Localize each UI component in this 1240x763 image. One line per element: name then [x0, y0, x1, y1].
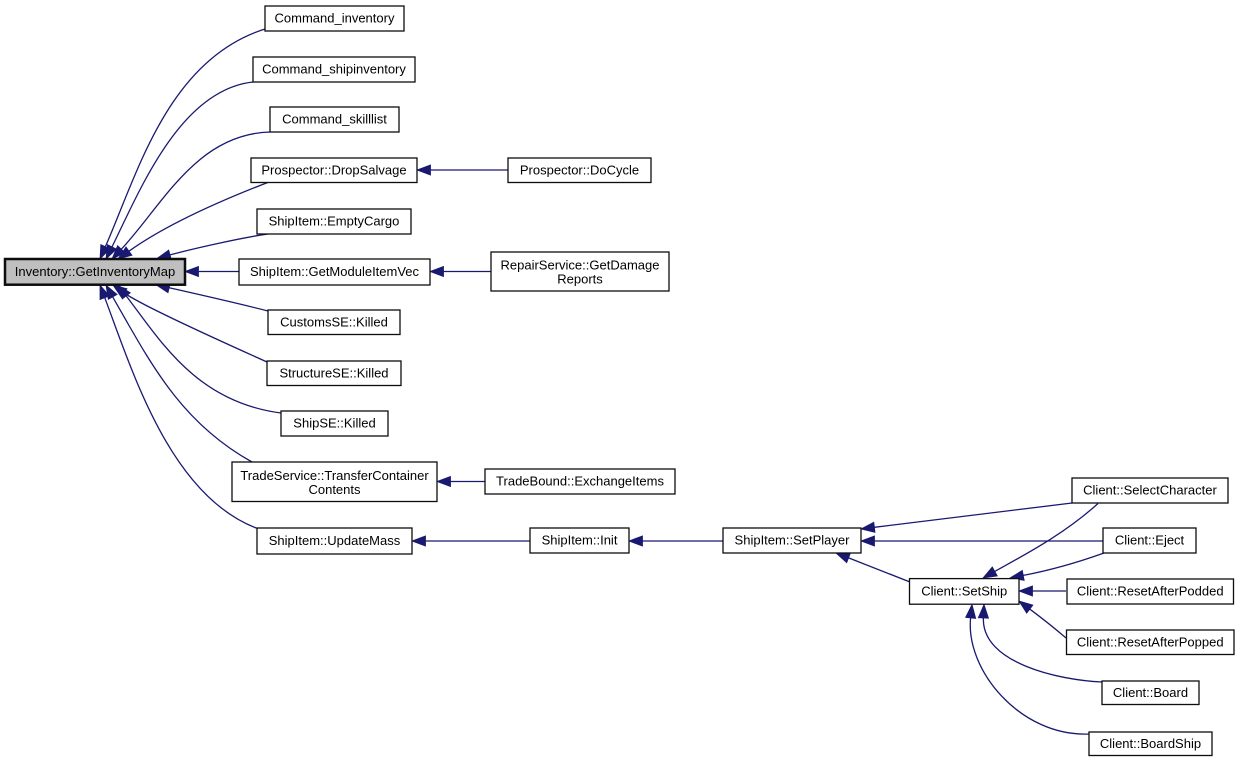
svg-text:Client::Eject: Client::Eject [1115, 533, 1185, 548]
svg-text:Client::SetShip: Client::SetShip [921, 584, 1007, 599]
svg-text:Command_inventory: Command_inventory [275, 11, 395, 26]
svg-text:ShipItem::Init: ShipItem::Init [542, 533, 618, 548]
svg-text:Command_shipinventory: Command_shipinventory [262, 62, 406, 77]
svg-text:ShipItem::EmptyCargo: ShipItem::EmptyCargo [269, 214, 400, 229]
svg-text:CustomsSE::Killed: CustomsSE::Killed [280, 314, 388, 329]
svg-text:TradeBound::ExchangeItems: TradeBound::ExchangeItems [496, 474, 664, 489]
svg-text:ShipSE::Killed: ShipSE::Killed [293, 416, 375, 431]
svg-text:ShipItem::UpdateMass: ShipItem::UpdateMass [269, 533, 401, 548]
svg-text:RepairService::GetDamage: RepairService::GetDamage [501, 258, 660, 273]
svg-text:Client::ResetAfterPodded: Client::ResetAfterPodded [1077, 584, 1224, 599]
svg-text:Prospector::DropSalvage: Prospector::DropSalvage [261, 162, 406, 177]
svg-text:StructureSE::Killed: StructureSE::Killed [279, 365, 388, 380]
svg-text:Client::BoardShip: Client::BoardShip [1100, 736, 1201, 751]
svg-text:Client::SelectCharacter: Client::SelectCharacter [1083, 483, 1217, 498]
svg-text:ShipItem::GetModuleItemVec: ShipItem::GetModuleItemVec [250, 264, 420, 279]
svg-text:TradeService::TransferContaine: TradeService::TransferContainer [240, 468, 429, 483]
svg-text:Client::Board: Client::Board [1113, 685, 1188, 700]
svg-text:Reports: Reports [557, 272, 603, 287]
svg-text:Inventory::GetInventoryMap: Inventory::GetInventoryMap [15, 264, 175, 279]
svg-text:Client::ResetAfterPopped: Client::ResetAfterPopped [1077, 634, 1224, 649]
svg-text:Contents: Contents [308, 482, 361, 497]
svg-text:ShipItem::SetPlayer: ShipItem::SetPlayer [735, 533, 851, 548]
svg-text:Command_skilllist: Command_skilllist [282, 112, 387, 127]
svg-text:Prospector::DoCycle: Prospector::DoCycle [520, 162, 639, 177]
